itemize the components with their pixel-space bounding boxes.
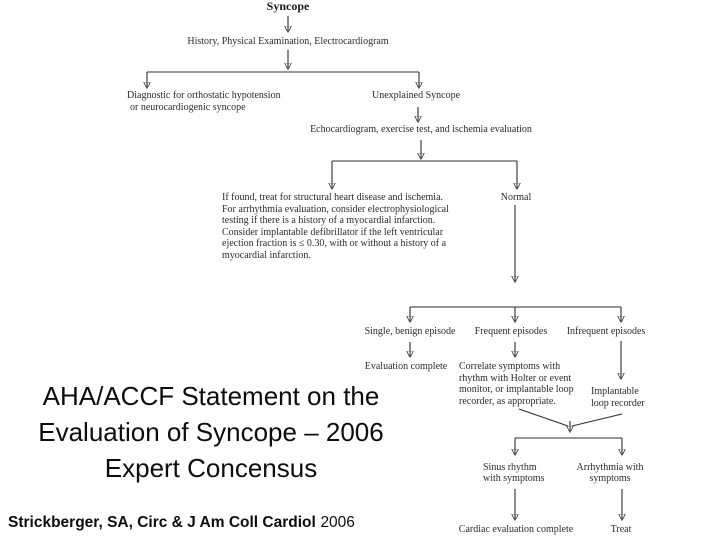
flowchart-node-loop-recorder: Implantable loop recorder: [591, 386, 645, 409]
flowchart-node-sinus-rhythm: Sinus rhythm with symptoms: [483, 462, 544, 484]
flowchart-node-normal: Normal: [500, 192, 532, 203]
citation: Strickberger, SA, Circ & J Am Coll Cardi…: [8, 514, 355, 532]
flowchart-node-treat: Treat: [610, 524, 632, 535]
flowchart-node-echo: Echocardiogram, exercise test, and ische…: [310, 124, 532, 135]
slide-title-line: AHA/ACCF Statement on the: [42, 381, 380, 411]
flowchart-node-infrequent-episodes: Infrequent episodes: [566, 326, 646, 337]
flowchart-node-frequent-episodes: Frequent episodes: [474, 326, 548, 337]
node-text-line: recorder, as appropriate.: [459, 396, 556, 408]
slide-title-line: Expert Concensus: [104, 453, 318, 483]
flowchart-node-cardiac-complete: Cardiac evaluation complete: [458, 524, 574, 535]
flowchart-node-single-episode: Single, benign episode: [364, 326, 456, 337]
node-text-line: ejection fraction is ≤ 0.30, with or wit…: [222, 238, 447, 250]
node-text-line: with symptoms: [483, 473, 545, 484]
node-text-line: Diagnostic for orthostatic hypotension: [127, 90, 281, 101]
flowchart-node-if-found: If found, treat for structural heart dis…: [222, 192, 449, 262]
flowchart-node-history: History, Physical Examination, Electroca…: [187, 36, 389, 47]
flowchart-node-diagnostic: Diagnostic for orthostatic hypotension o…: [127, 90, 281, 113]
connector-line: [518, 408, 569, 427]
node-text-line: If found, treat for structural heart dis…: [222, 192, 444, 203]
node-text-line: loop recorder: [591, 397, 645, 409]
node-text-line: Implantable: [591, 386, 639, 397]
citation-year: 2006: [320, 514, 355, 531]
node-text-line: or neurocardiogenic syncope: [130, 101, 246, 113]
node-text-line: monitor, or implantable loop: [459, 384, 574, 396]
flowchart-node-syncope: Syncope: [266, 0, 310, 13]
node-text-line: rhythm with Holter or event: [459, 372, 572, 384]
slide-title: AHA/ACCF Statement on the Evaluation of …: [14, 378, 408, 486]
node-text-line: myocardial infarction.: [222, 249, 311, 261]
node-text-line: For arrhythmia evaluation, consider elec…: [222, 203, 449, 215]
node-text-line: testing if there is a history of a myoca…: [222, 215, 436, 227]
node-text-line: symptoms: [589, 473, 631, 484]
flowchart-node-correlate: Correlate symptoms with rhythm with Holt…: [459, 361, 574, 408]
citation-text: Strickberger, SA, Circ & J Am Coll Cardi…: [8, 514, 316, 531]
slide-title-line: Evaluation of Syncope – 2006: [38, 417, 384, 447]
connector-line: [571, 413, 623, 427]
node-text-line: Correlate symptoms with: [459, 361, 561, 372]
node-text-line: Consider implantable defibrillator if th…: [222, 226, 444, 238]
node-text-line: Arrhythmia with: [576, 462, 644, 473]
node-text-line: Sinus rhythm: [483, 462, 537, 473]
flowchart-node-evaluation-complete: Evaluation complete: [364, 361, 448, 372]
flowchart-node-arrhythmia: Arrhythmia with symptoms: [574, 462, 646, 484]
flowchart-node-unexplained: Unexplained Syncope: [371, 90, 461, 101]
